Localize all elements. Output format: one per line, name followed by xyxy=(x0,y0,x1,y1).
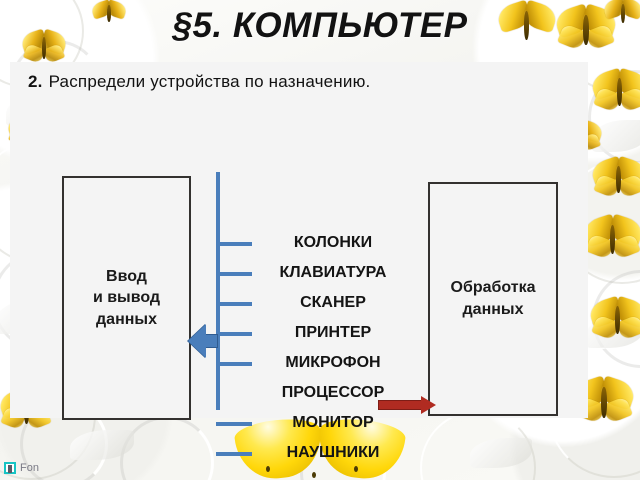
bracket-tick xyxy=(216,362,252,366)
box-left-line3: данных xyxy=(96,310,157,328)
bracket-tick xyxy=(216,452,252,456)
arrow-right-red-icon xyxy=(378,396,436,414)
device-item[interactable]: КОЛОНКИ xyxy=(293,234,373,251)
device-item[interactable]: КЛАВИАТУРА xyxy=(279,264,387,281)
task-instruction: 2. Распредели устройства по назначению. xyxy=(28,72,370,92)
box-left-line1: Ввод xyxy=(106,267,147,285)
device-item[interactable]: МОНИТОР xyxy=(292,414,374,431)
category-box-processing[interactable]: Обработка данных xyxy=(428,182,558,416)
category-box-input-output-label: Ввод и вывод данных xyxy=(93,266,160,331)
bracket-spine xyxy=(216,172,220,410)
bracket-tick xyxy=(216,332,252,336)
category-box-input-output[interactable]: Ввод и вывод данных xyxy=(62,176,191,420)
bracket-tick xyxy=(216,302,252,306)
device-item[interactable]: ПРОЦЕССОР xyxy=(281,384,385,401)
device-bracket xyxy=(216,172,264,456)
image-placeholder-icon xyxy=(4,462,16,474)
page-title: §5. КОМПЬЮТЕР xyxy=(172,6,468,45)
device-item[interactable]: СКАНЕР xyxy=(300,294,366,311)
box-right-line2: данных xyxy=(462,301,524,318)
content-panel: 2. Распредели устройства по назначению. В… xyxy=(10,62,588,461)
arrow-left-blue-icon xyxy=(188,324,218,358)
category-box-processing-label: Обработка данных xyxy=(451,277,536,320)
box-right-line1: Обработка xyxy=(450,279,536,297)
task-number: 2. xyxy=(28,72,43,91)
device-item[interactable]: ПРИНТЕР xyxy=(294,324,372,341)
task-instruction-text: Распредели устройства по назначению. xyxy=(48,72,371,91)
bracket-tick xyxy=(216,422,252,426)
bracket-tick xyxy=(216,242,252,246)
device-item[interactable]: НАУШНИКИ xyxy=(286,444,380,461)
watermark: Fon xyxy=(4,462,39,474)
large-butterfly-decoration xyxy=(233,415,407,480)
box-left-line2: и вывод xyxy=(92,289,161,307)
watermark-label: Fon xyxy=(20,462,39,474)
device-item[interactable]: МИКРОФОН xyxy=(285,354,381,371)
bracket-tick xyxy=(216,272,252,276)
